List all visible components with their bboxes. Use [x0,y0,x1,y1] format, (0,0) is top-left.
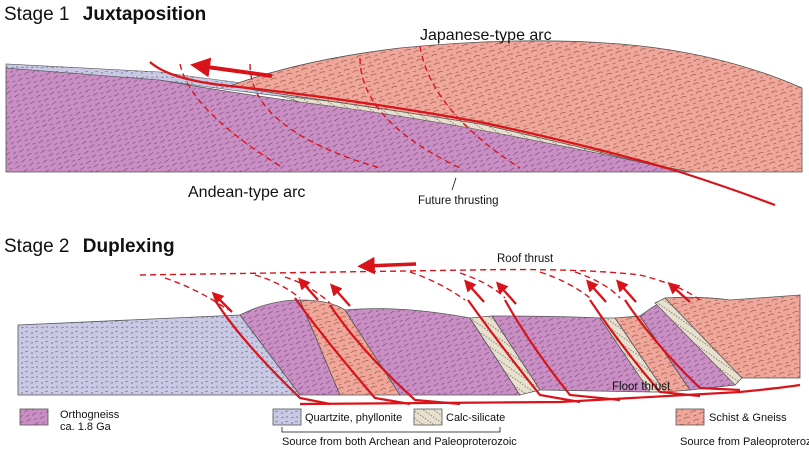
andean-arc-label: Andean-type arc [188,184,305,201]
roof-thrust-arrow [357,256,417,275]
stage2-eroded-fault-7 [574,271,621,299]
stage2-slip-arrow-4 [464,279,485,303]
future-thrusting-leader [451,177,457,191]
stage2-slip-arrow-8 [667,282,691,303]
stage2-eroded-fault-5 [459,272,506,299]
stage1-prefix: Stage 1 [4,4,70,25]
stage2-slip-arrow-7 [616,279,637,303]
stage2-imbricate-thrust-3 [329,304,461,406]
legend-orthogneiss-age: ca. 1.8 Ga [60,421,112,433]
legend-source-paleo: Source from Paleoproterozoic [680,436,809,448]
japanese-arc-label: Japanese-type arc [420,27,552,44]
stage2-eroded-fault-1 [164,277,229,311]
stage1-future-fault-4 [419,45,521,169]
stage2-slip-arrow-5 [496,281,517,305]
future-thrusting-label: Future thrusting [418,195,499,207]
stage1-motion-arrow [190,57,273,78]
stage2-name: Duplexing [83,236,175,257]
legend-schist-swatch [675,408,705,426]
stage2-imbricate-thrust-1 [214,299,331,406]
stage2-imbricate-thrust-5 [504,299,621,402]
stage2-title: Stage 2 Duplexing [4,236,175,257]
roof-thrust-label: Roof thrust [497,253,554,265]
stage2-slip-arrow-1 [211,291,233,313]
stage2-imbricate-thrust-2 [294,297,411,406]
stage2-imbricate-thrust-4 [467,299,581,404]
legend-source-bracket [281,427,501,433]
stage1-name: Juxtaposition [83,4,207,25]
legend-orthogneiss-label: Orthogneiss [60,409,120,421]
stage2-imbricate-thrust-6 [589,299,701,398]
legend-source-both: Source from both Archean and Paleoproter… [282,436,517,448]
legend: Orthogneiss ca. 1.8 Ga Quartzite, phyllo… [19,408,809,448]
floor-thrust-line [299,383,801,406]
stage1-future-fault-1 [179,63,281,167]
stage2-schist-hinterland [664,294,801,379]
stage2-slip-arrow-6 [586,279,607,303]
stage2-slip-arrow-3 [330,283,351,307]
stage1-title: Stage 1 Juxtaposition [4,4,206,25]
stage1-main-thrust [149,61,776,207]
legend-quartzite-swatch [272,408,302,426]
stage2-eroded-fault-6 [539,271,591,299]
legend-calc-silicate-label: Calc-silicate [446,412,505,424]
legend-calc-silicate-swatch [413,408,443,426]
roof-thrust-line [139,268,701,301]
stage2-eroded-fault-3 [284,276,331,304]
legend-orthogneiss-swatch [19,408,49,426]
stage1-future-fault-2 [249,63,381,169]
stage2-panel: Stage 2 Duplexing [4,236,801,406]
stage1-future-fault-3 [359,57,461,169]
legend-quartzite-label: Quartzite, phyllonite [305,412,402,424]
stage2-eroded-fault-4 [409,271,466,301]
floor-thrust-label: Floor thrust [612,381,671,393]
stage2-prefix: Stage 2 [4,236,70,257]
stage2-slip-arrow-2 [298,277,319,301]
stage1-panel: Stage 1 Juxtaposition Japanese-type arc … [4,4,803,207]
stage1-japanese-schist-dome [228,40,803,173]
legend-schist-label: Schist & Gneiss [709,412,787,424]
stage2-eroded-fault-2 [254,274,301,299]
stage2-imbricate-thrust-7 [624,299,741,392]
